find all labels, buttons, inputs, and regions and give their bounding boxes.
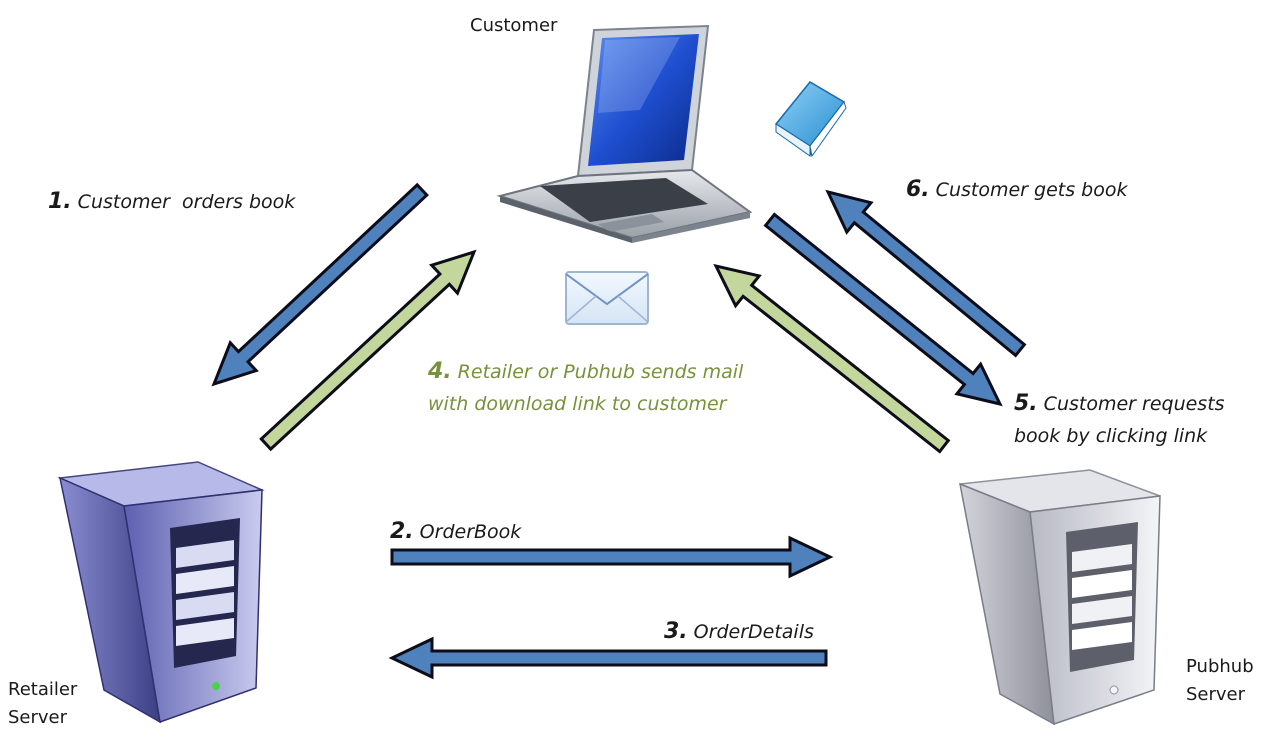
retailer-server-label: Retailer Server [8, 676, 77, 732]
book-icon [774, 81, 847, 158]
step-2-number: 2. [390, 519, 414, 544]
step-4-number: 4. [428, 359, 452, 384]
retailer-server-icon [57, 461, 265, 724]
customer-label: Customer [470, 15, 558, 36]
arrow-step-5 [763, 212, 1003, 407]
pubhub-server-icon [959, 469, 1161, 726]
pubhub-label-line1: Pubhub [1186, 656, 1254, 677]
retailer-label-line1: Retailer [8, 679, 78, 700]
step-4-line1: Retailer or Pubhub sends mail [457, 361, 744, 383]
step-4-label: 4.Retailer or Pubhub sends mail with dow… [428, 354, 743, 420]
pubhub-server-label: Pubhub Server [1186, 653, 1254, 709]
step-2-text: OrderBook [419, 521, 522, 543]
step-5-number: 5. [1014, 391, 1038, 416]
step-6-label: 6.Customer gets book [906, 172, 1127, 207]
step-3-text: OrderDetails [693, 621, 814, 643]
step-5-label: 5.Customer requests book by clicking lin… [1014, 386, 1225, 452]
step-5-line2: book by clicking link [1014, 425, 1208, 448]
envelope-icon [565, 271, 649, 325]
arrow-step-2 [390, 535, 834, 579]
retailer-label-line2: Server [8, 706, 68, 728]
step-5-line1: Customer requests [1043, 393, 1225, 415]
step-3-number: 3. [664, 619, 688, 644]
arrow-step-4-retailer [259, 249, 477, 452]
laptop-icon [496, 24, 753, 243]
step-2-label: 2.OrderBook [390, 514, 521, 549]
step-6-number: 6. [906, 177, 930, 202]
arrow-step-1 [211, 182, 429, 387]
arrow-step-3 [388, 636, 828, 680]
arrow-step-6 [825, 189, 1027, 358]
step-1-text: Customer orders book [77, 191, 296, 213]
arrow-step-4-pubhub [713, 263, 951, 454]
step-3-label: 3.OrderDetails [664, 614, 814, 649]
arrows-layer [211, 182, 1027, 680]
pubhub-label-line2: Server [1186, 683, 1246, 705]
step-4-line2: with download link to customer [428, 393, 727, 416]
step-1-number: 1. [48, 189, 72, 214]
step-6-text: Customer gets book [935, 179, 1128, 201]
step-1-label: 1.Customer orders book [48, 184, 295, 219]
